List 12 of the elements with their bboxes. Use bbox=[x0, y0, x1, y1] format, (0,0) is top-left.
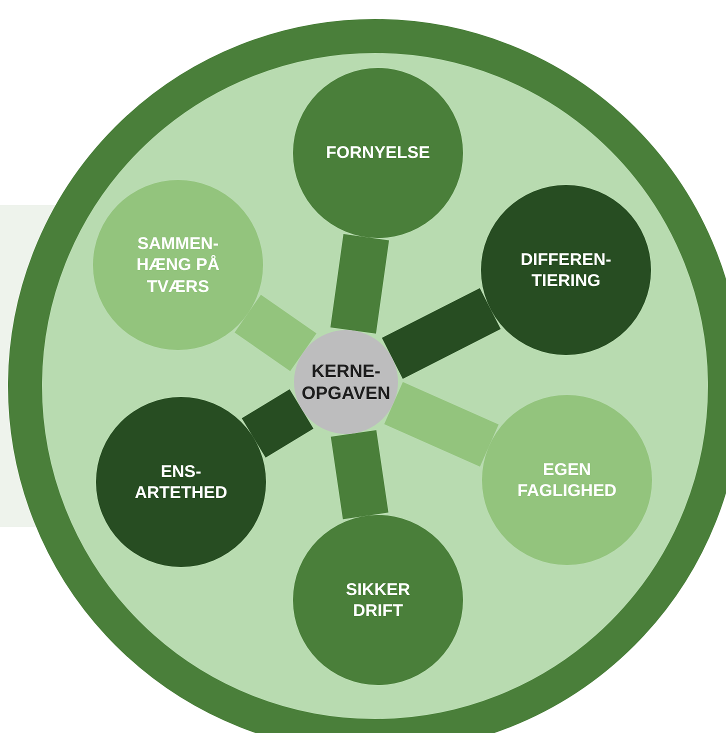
connector-bar bbox=[234, 294, 316, 372]
connector-bar bbox=[382, 288, 501, 379]
connector-bar bbox=[242, 389, 314, 458]
node-label: FORNYELSE bbox=[325, 142, 431, 164]
node-label: ENS- ARTETHED bbox=[134, 460, 228, 504]
node-label: EGEN FAGLIGHED bbox=[516, 458, 618, 502]
node-label: DIFFEREN- TIERING bbox=[520, 248, 612, 292]
node-label: SAMMEN- HÆNG PÅ TVÆRS bbox=[135, 233, 221, 297]
connector-bar bbox=[384, 382, 499, 467]
node-label: KERNE- OPGAVEN bbox=[300, 360, 392, 404]
connector-bar bbox=[330, 234, 390, 334]
node-label: SIKKER DRIFT bbox=[344, 578, 412, 622]
